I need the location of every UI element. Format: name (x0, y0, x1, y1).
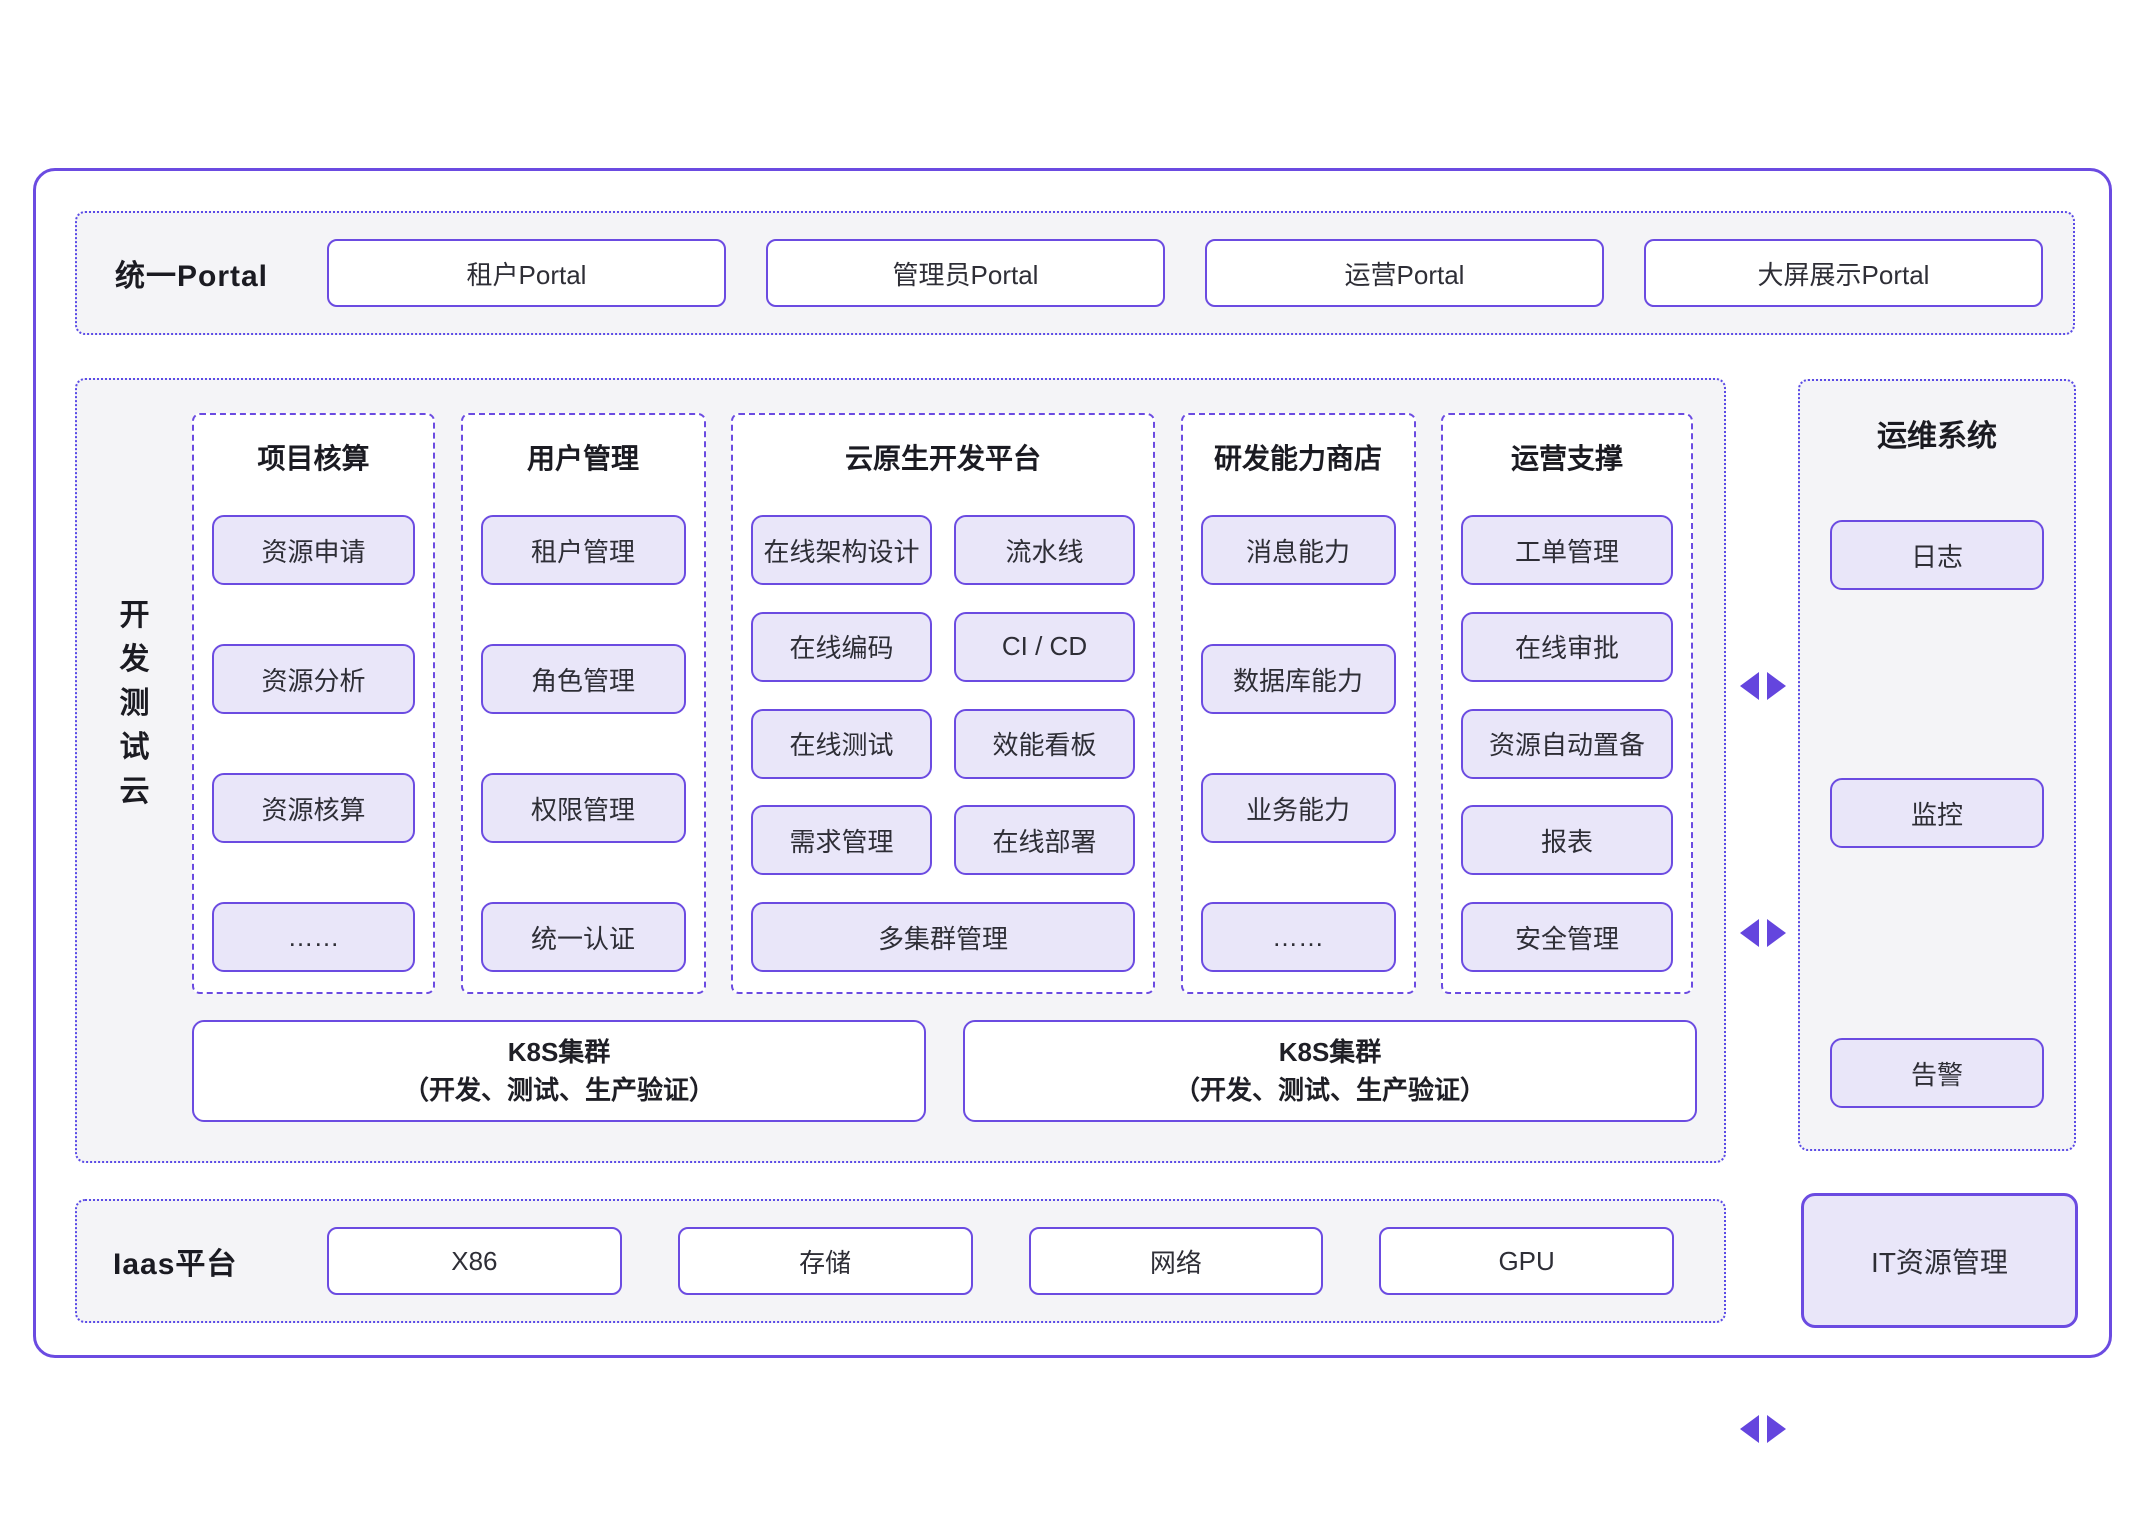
capability-box[interactable]: 需求管理 (751, 805, 932, 876)
capability-box[interactable]: 工单管理 (1461, 515, 1673, 585)
capability-box[interactable]: 资源申请 (212, 515, 415, 585)
dev-test-cloud-section: 开 发 测 试 云 项目核算 资源申请 资源分析 资源核算 …… 用 (75, 378, 1726, 1163)
capability-box[interactable]: 消息能力 (1200, 515, 1396, 585)
k8s-cluster-title: K8S集群 (507, 1037, 611, 1067)
capability-box-more[interactable]: …… (1200, 902, 1396, 972)
capability-box[interactable]: 资源核算 (212, 773, 415, 843)
k8s-cluster-subtitle: （开发、测试、生产验证） (402, 1075, 715, 1105)
label-char: 试 (119, 730, 150, 764)
k8s-cluster-row: K8S集群 （开发、测试、生产验证） K8S集群 （开发、测试、生产验证） (192, 1020, 1697, 1122)
k8s-cluster-title: K8S集群 (1278, 1037, 1382, 1067)
capability-box[interactable]: 效能看板 (954, 708, 1135, 779)
column-cloud-native-platform: 云原生开发平台 在线架构设计 流水线 在线编码 CI / CD 在线测试 效能看 (731, 413, 1155, 994)
tenant-portal-box[interactable]: 租户Portal (327, 239, 726, 307)
left-arrow-icon (1740, 919, 1759, 947)
capability-box[interactable]: 流水线 (954, 515, 1135, 585)
capability-box[interactable]: 安全管理 (1461, 902, 1673, 972)
unified-portal-section: 统一Portal 租户Portal 管理员Portal 运营Portal 大屏展… (75, 211, 2075, 335)
capability-columns: 项目核算 资源申请 资源分析 资源核算 …… 用户管理 租户管理 角色管理 权限… (192, 413, 1693, 994)
column-header: 研发能力商店 (1213, 443, 1382, 474)
capability-box[interactable]: 在线架构设计 (751, 515, 932, 585)
left-arrow-icon (1740, 1415, 1759, 1443)
column-user-management: 用户管理 租户管理 角色管理 权限管理 统一认证 (460, 413, 706, 994)
label-char: 发 (119, 642, 150, 676)
label-char: 云 (119, 774, 150, 808)
column-rd-capability-store: 研发能力商店 消息能力 数据库能力 业务能力 …… (1180, 413, 1416, 994)
capability-box[interactable]: 在线审批 (1461, 611, 1673, 682)
storage-box[interactable]: 存储 (677, 1227, 973, 1295)
operation-portal-box[interactable]: 运营Portal (1205, 239, 1604, 307)
dev-test-cloud-label: 开 发 测 试 云 (77, 413, 192, 994)
k8s-cluster-box[interactable]: K8S集群 （开发、测试、生产验证） (192, 1020, 926, 1122)
right-arrow-icon (1767, 919, 1786, 947)
ops-system-section: 运维系统 日志 监控 告警 (1798, 379, 2076, 1151)
capability-box[interactable]: 在线编码 (751, 611, 932, 682)
network-box[interactable]: 网络 (1028, 1227, 1324, 1295)
capability-box[interactable]: 在线部署 (954, 805, 1135, 876)
label-char: 开 (119, 598, 150, 632)
log-box[interactable]: 日志 (1830, 520, 2044, 590)
column-items: 消息能力 数据库能力 业务能力 …… (1200, 515, 1396, 972)
ops-system-header: 运维系统 (1877, 420, 1997, 453)
capability-box[interactable]: 资源自动置备 (1461, 708, 1673, 779)
iaas-platform-label: Iaas平台 (113, 1248, 238, 1281)
bigscreen-portal-box[interactable]: 大屏展示Portal (1644, 239, 2043, 307)
k8s-cluster-subtitle: （开发、测试、生产验证） (1173, 1075, 1486, 1105)
column-header: 云原生开发平台 (844, 443, 1041, 474)
capability-box[interactable]: 数据库能力 (1200, 644, 1396, 714)
label-char: 测 (119, 686, 150, 720)
admin-portal-box[interactable]: 管理员Portal (766, 239, 1165, 307)
column-items: 资源申请 资源分析 资源核算 …… (212, 515, 415, 972)
diagram-outer-frame: 统一Portal 租户Portal 管理员Portal 运营Portal 大屏展… (33, 168, 2112, 1443)
platform-row: 在线架构设计 流水线 (751, 515, 1135, 585)
capability-box[interactable]: 权限管理 (480, 773, 686, 843)
capability-box[interactable]: CI / CD (954, 611, 1135, 682)
iaas-platform-section: Iaas平台 X86 存储 网络 GPU (75, 1199, 1726, 1323)
column-items: 租户管理 角色管理 权限管理 统一认证 (480, 515, 686, 972)
left-arrow-icon (1740, 672, 1759, 700)
column-items: 工单管理 在线审批 资源自动置备 报表 安全管理 (1461, 515, 1673, 972)
right-arrow-icon (1767, 1415, 1786, 1443)
capability-box[interactable]: 业务能力 (1200, 773, 1396, 843)
multi-cluster-management-box[interactable]: 多集群管理 (751, 902, 1135, 972)
capability-box-more[interactable]: …… (212, 902, 415, 972)
platform-row: 需求管理 在线部署 (751, 805, 1135, 876)
gpu-box[interactable]: GPU (1379, 1227, 1674, 1295)
capability-box[interactable]: 统一认证 (480, 902, 686, 972)
platform-row: 在线编码 CI / CD (751, 611, 1135, 682)
capability-box[interactable]: 角色管理 (480, 644, 686, 714)
column-header: 运营支撑 (1510, 443, 1623, 474)
x86-box[interactable]: X86 (327, 1227, 622, 1295)
capability-box[interactable]: 租户管理 (480, 515, 686, 585)
capability-box[interactable]: 报表 (1461, 805, 1673, 876)
unified-portal-label: 统一Portal (115, 260, 269, 293)
monitor-box[interactable]: 监控 (1830, 778, 2044, 848)
column-project-accounting: 项目核算 资源申请 资源分析 资源核算 …… (192, 413, 435, 994)
platform-row: 在线测试 效能看板 (751, 708, 1135, 779)
capability-box[interactable]: 资源分析 (212, 644, 415, 714)
alert-box[interactable]: 告警 (1830, 1038, 2044, 1108)
column-header: 项目核算 (257, 443, 370, 474)
column-items: 在线架构设计 流水线 在线编码 CI / CD 在线测试 效能看板 需求管理 (751, 515, 1135, 972)
capability-box[interactable]: 在线测试 (751, 708, 932, 779)
column-operation-support: 运营支撑 工单管理 在线审批 资源自动置备 报表 安全管理 (1441, 413, 1693, 994)
it-resource-management-box[interactable]: IT资源管理 (1801, 1193, 2078, 1328)
k8s-cluster-box[interactable]: K8S集群 （开发、测试、生产验证） (963, 1020, 1697, 1122)
bidirectional-arrows-icon (1740, 1414, 1788, 1444)
bidirectional-arrows-icon (1740, 671, 1788, 701)
column-header: 用户管理 (526, 443, 639, 474)
right-arrow-icon (1767, 672, 1786, 700)
bidirectional-arrows-icon (1740, 918, 1788, 948)
